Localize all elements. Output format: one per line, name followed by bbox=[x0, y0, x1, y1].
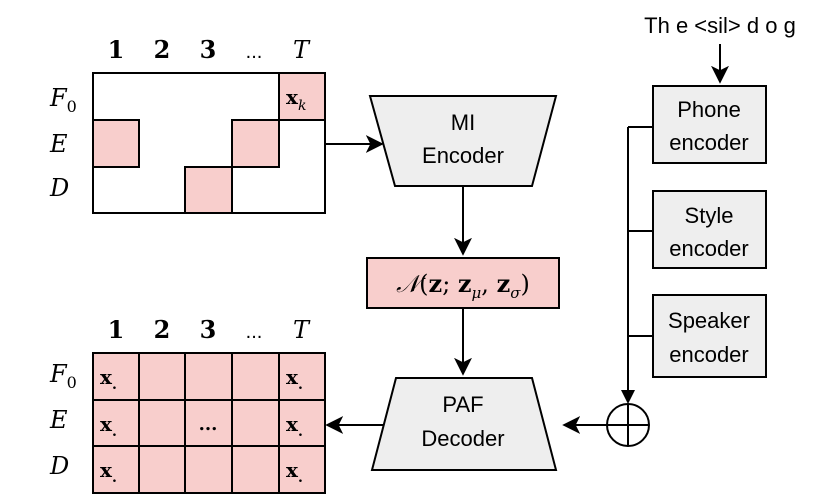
speaker-encoder-box: Speaker encoder bbox=[652, 294, 767, 378]
paf-decoder-label-1: PAF bbox=[442, 392, 483, 417]
bottom-cell-t-f0: x. bbox=[286, 365, 303, 393]
bottom-col-3: 3 bbox=[200, 315, 217, 344]
top-cell-1-e bbox=[92, 119, 140, 168]
top-grid-border bbox=[92, 72, 326, 214]
top-col-1: 1 bbox=[108, 35, 125, 64]
phone-encoder-box: Phone encoder bbox=[652, 85, 767, 164]
style-encoder-label-1: Style bbox=[685, 203, 734, 228]
speaker-encoder-label-1: Speaker bbox=[668, 308, 750, 333]
mi-encoder: MI Encoder bbox=[368, 95, 558, 187]
top-row-e: E bbox=[49, 130, 68, 158]
bottom-row-e: E bbox=[49, 406, 68, 434]
top-col-2: 2 bbox=[154, 35, 171, 64]
bottom-cell-t-d: x. bbox=[286, 458, 303, 486]
bottom-row-d: D bbox=[49, 452, 69, 480]
phone-encoder-label-2: encoder bbox=[669, 130, 749, 155]
top-cell-4-e bbox=[231, 119, 280, 168]
bottom-row-f0: F0 bbox=[49, 360, 77, 392]
bottom-cell-t-e: x. bbox=[286, 412, 303, 440]
top-row-d: D bbox=[49, 174, 69, 202]
top-cell-3-d bbox=[184, 166, 233, 214]
bottom-grid-lines bbox=[93, 353, 325, 493]
arrow-into-sum bbox=[621, 390, 635, 404]
bottom-cell-1-e: x. bbox=[100, 412, 117, 440]
top-cell-xk: xk bbox=[286, 85, 306, 114]
bottom-grid-fill bbox=[92, 352, 326, 494]
bottom-cell-1-f0: x. bbox=[100, 365, 117, 393]
bottom-grid: 1 2 3 ... T F0 E D x. x. x. x. x. x. ... bbox=[49, 315, 326, 494]
latent-distribution-box: 𝒩(z; zμ, zσ) bbox=[366, 257, 560, 309]
top-row-f0: F0 bbox=[49, 84, 77, 116]
sum-node bbox=[606, 403, 650, 447]
bottom-cell-1-d: x. bbox=[100, 458, 117, 486]
top-col-3: 3 bbox=[200, 35, 217, 64]
phone-encoder-label-1: Phone bbox=[677, 97, 741, 122]
paf-decoder-label-2: Decoder bbox=[421, 426, 504, 451]
bottom-col-1: 1 bbox=[108, 315, 125, 344]
bottom-col-2: 2 bbox=[154, 315, 171, 344]
latent-formula: 𝒩(z; zμ, zσ) bbox=[396, 269, 530, 302]
bottom-cell-ellipsis: ... bbox=[199, 414, 218, 435]
speaker-encoder-label-2: encoder bbox=[669, 342, 749, 367]
top-grid: 1 2 3 ... T F0 E D xk bbox=[49, 35, 326, 214]
style-encoder-box: Style encoder bbox=[652, 190, 767, 269]
input-text: Th e <sil> d o g bbox=[644, 13, 796, 38]
bottom-col-t: T bbox=[293, 316, 311, 344]
mi-encoder-label-1: MI bbox=[451, 110, 475, 135]
mi-encoder-label-2: Encoder bbox=[422, 143, 504, 168]
encoder-connectors bbox=[627, 126, 653, 398]
top-col-ellipsis: ... bbox=[246, 41, 263, 63]
top-col-t: T bbox=[293, 36, 311, 64]
paf-decoder: PAF Decoder bbox=[370, 377, 558, 471]
style-encoder-label-2: encoder bbox=[669, 236, 749, 261]
bottom-col-ellipsis: ... bbox=[246, 321, 263, 343]
